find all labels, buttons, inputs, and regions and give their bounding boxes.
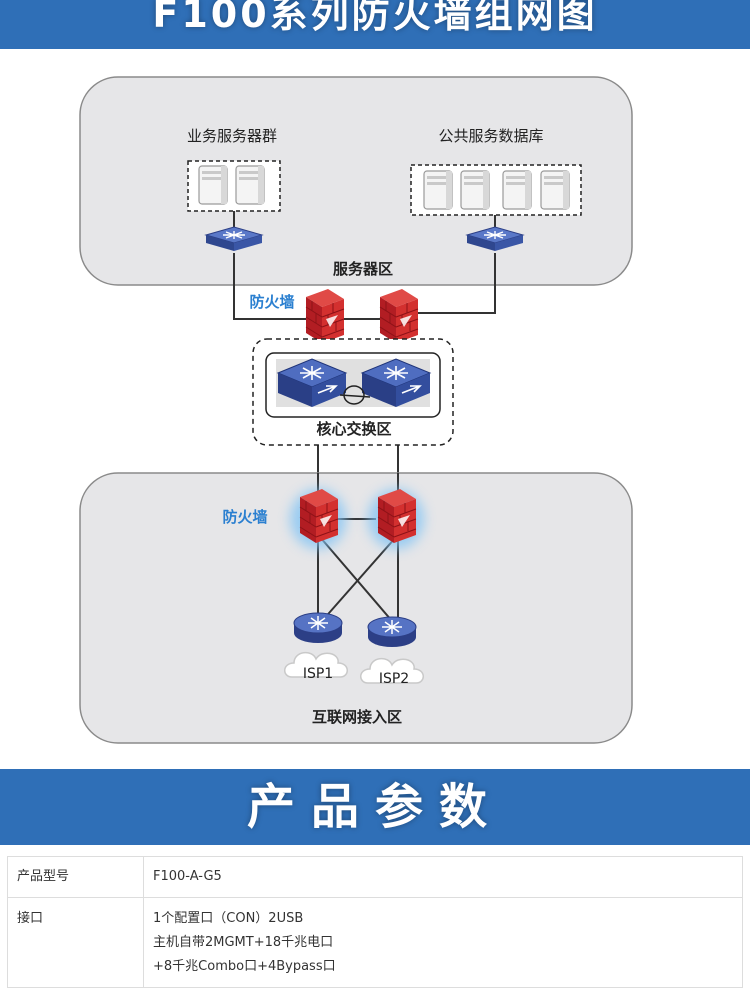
- firewall-label-top: 防火墙: [249, 293, 294, 311]
- params-banner: 产品参数: [0, 769, 750, 845]
- server-icon: [235, 165, 265, 205]
- firewall-label-bottom: 防火墙: [222, 508, 267, 526]
- server-icon: [540, 170, 570, 210]
- spec-value-line: F100-A-G5: [153, 869, 222, 884]
- spec-key: 产品型号: [7, 856, 144, 898]
- network-diagram: 业务服务器群 公共服务数据库 服务器区 防火墙 核心交换区: [0, 49, 750, 769]
- isp1-label: ISP1: [303, 666, 333, 682]
- spec-value-line: 主机自带2MGMT+18千兆电口: [153, 935, 334, 950]
- server-group-label: 业务服务器群: [187, 127, 277, 145]
- spec-value: F100-A-G5: [143, 856, 743, 898]
- firewall-icon: [299, 488, 339, 544]
- table-row: 接口 1个配置口（CON）2USB 主机自带2MGMT+18千兆电口 +8千兆C…: [7, 897, 743, 988]
- server-icon: [460, 170, 490, 210]
- firewall-icon: [379, 288, 419, 344]
- isp2-label: ISP2: [379, 671, 409, 687]
- server-icon: [502, 170, 532, 210]
- router-icon: [367, 616, 417, 648]
- spec-table: 产品型号 F100-A-G5 接口 1个配置口（CON）2USB 主机自带2MG…: [7, 856, 743, 988]
- diagram-title-banner: F100系列防火墙组网图: [0, 0, 750, 49]
- table-row: 产品型号 F100-A-G5: [7, 856, 743, 898]
- params-title: 产品参数: [246, 779, 503, 835]
- spec-value: 1个配置口（CON）2USB 主机自带2MGMT+18千兆电口 +8千兆Comb…: [143, 897, 743, 988]
- core-zone-label: 核心交换区: [316, 420, 391, 438]
- spec-value-line: +8千兆Combo口+4Bypass口: [153, 959, 336, 974]
- server-icon: [423, 170, 453, 210]
- internet-zone-label: 互联网接入区: [312, 708, 402, 726]
- router-icon: [293, 612, 343, 644]
- firewall-icon: [305, 288, 345, 344]
- public-db-label: 公共服务数据库: [438, 127, 543, 145]
- server-icon: [198, 165, 228, 205]
- internet-zone: [79, 472, 633, 744]
- server-zone-label: 服务器区: [333, 260, 393, 278]
- diagram-title: F100系列防火墙组网图: [152, 0, 598, 36]
- spec-value-line: 1个配置口（CON）2USB: [153, 911, 304, 926]
- spec-key: 接口: [7, 897, 144, 988]
- firewall-icon: [377, 488, 417, 544]
